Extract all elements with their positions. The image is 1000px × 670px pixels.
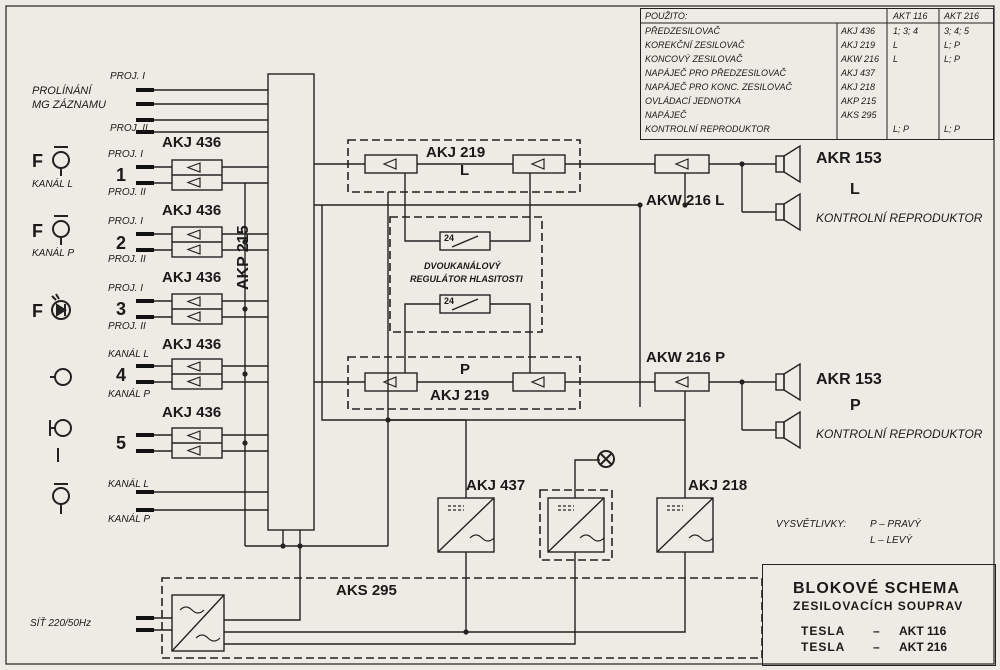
usage-table: POUŽITO: AKT 116 AKT 216 PŘEDZESILOVAČ A… (640, 8, 994, 140)
f-label: F (32, 151, 43, 171)
speaker-l-label: AKR 153 (816, 150, 882, 167)
table-row-code: AKP 215 (841, 96, 877, 106)
title-line-1: BLOKOVÉ SCHEMA (793, 580, 960, 597)
pickup-icon-p (52, 215, 70, 245)
table-row-akt116: L (893, 54, 899, 64)
table-row-name: KONTROLNÍ REPRODUKTOR (645, 124, 770, 134)
table-row-name: NAPÁJEČ (645, 110, 687, 120)
corr-l-label: AKJ 219 (426, 144, 486, 161)
model-1: AKT 116 (899, 624, 947, 638)
channel-number-2: 2 (116, 233, 127, 253)
preamp-label-5: AKJ 436 (162, 404, 222, 421)
kanal-p-label: KANÁL P (108, 389, 151, 400)
table-row-code: AKJ 219 (841, 40, 876, 50)
corr-p-side: P (460, 361, 471, 378)
title-block: BLOKOVÉ SCHEMA ZESILOVACÍCH SOUPRAV TESL… (762, 564, 996, 666)
speaker-p-label: AKR 153 (816, 371, 882, 388)
regulator-value-l: 24 (444, 233, 455, 243)
table-row-akt216: L; P (944, 54, 961, 64)
table-row-name: KONCOVÝ ZESILOVAČ (645, 54, 743, 64)
legend-title: VYSVĚTLIVKY: (776, 519, 847, 530)
speaker-l-side: L (850, 181, 860, 198)
title-line-2: ZESILOVACÍCH SOUPRAV (793, 599, 964, 613)
table-row-name: NAPÁJEČ PRO KONC. ZESILOVAČ (645, 82, 793, 92)
table-row-code: AKJ 436 (841, 26, 876, 36)
table-row-name: PŘEDZESILOVAČ (645, 26, 721, 36)
table-row-akt216: L; P (944, 40, 961, 50)
photocell-icon (51, 293, 71, 320)
preamp-label-3: AKJ 436 (162, 269, 222, 286)
preamp-label-1: AKJ 436 (162, 134, 222, 151)
psu-main-label: AKS 295 (336, 582, 397, 599)
channel-number-1: 1 (116, 165, 127, 185)
channel-number-4: 4 (116, 365, 127, 385)
psu-final-label: AKJ 218 (688, 477, 748, 494)
table-row-name: KOREKČNÍ ZESILOVAČ (645, 40, 745, 50)
table-row-name: OVLÁDACÍ JEDNOTKA (645, 96, 742, 106)
channel-number-5: 5 (116, 433, 127, 453)
brand-1: TESLA (801, 624, 846, 638)
tape-head-icon (52, 483, 70, 514)
kanal-l-label: KANÁL L (108, 479, 149, 490)
dash-1: – (873, 624, 880, 638)
proj1-label: PROJ. I (108, 283, 144, 294)
table-row-akt116: L (893, 40, 899, 50)
monitor-p-label: KONTROLNÍ REPRODUKTOR (816, 427, 983, 441)
regulator-label-2: REGULÁTOR HLASITOSTI (410, 274, 523, 284)
psu-pre-label: AKJ 437 (466, 477, 526, 494)
table-row-code: AKS 295 (841, 110, 877, 120)
proj1-label: PROJ. I (110, 71, 146, 82)
akp215-block (267, 73, 315, 531)
preamp-label-4: AKJ 436 (162, 336, 222, 353)
table-col-akt116: AKT 116 (893, 11, 928, 21)
corr-p-label: AKJ 219 (430, 387, 490, 404)
table-used-header: POUŽITO: (645, 11, 688, 21)
table-row-name: NAPÁJEČ PRO PŘEDZESILOVAČ (645, 68, 787, 78)
f-label: F (32, 301, 43, 321)
table-row-akt216: 3; 4; 5 (944, 26, 970, 36)
corr-l-side: L (460, 162, 470, 179)
table-row-code: AKJ 218 (841, 82, 876, 92)
final-p-label: AKW 216 P (646, 349, 726, 366)
table-col-akt216: AKT 216 (944, 11, 980, 21)
kanal-l-label: KANÁL L (108, 349, 149, 360)
speaker-p-side: P (850, 397, 861, 414)
headphone-mic-icon (49, 419, 72, 462)
kanal-p-source-label: KANÁL P (32, 248, 75, 259)
table-row-code: AKW 216 (841, 54, 880, 64)
proj2-label: PROJ. II (108, 254, 146, 265)
crossfade-label-1: PROLÍNÁNÍ (32, 85, 92, 97)
final-l-label: AKW 216 L (646, 192, 725, 209)
akp215-label: AKP 215 (235, 225, 252, 290)
proj2-label: PROJ. II (108, 321, 146, 332)
lamp-icon (597, 450, 615, 468)
table-row-akt216: L; P (944, 124, 961, 134)
proj2-label: PROJ. II (108, 187, 146, 198)
regulator-label-1: DVOUKANÁLOVÝ (424, 261, 501, 271)
regulator-value-p: 24 (444, 296, 455, 306)
monitor-l-label: KONTROLNÍ REPRODUKTOR (816, 211, 983, 225)
mains-label: SÍŤ 220/50Hz (30, 618, 92, 629)
proj1-label: PROJ. I (108, 216, 144, 227)
microphone-icon (50, 368, 72, 386)
dash-2: – (873, 640, 880, 654)
f-label: F (32, 221, 43, 241)
table-row-akt116: 1; 3; 4 (893, 26, 919, 36)
preamp-label-2: AKJ 436 (162, 202, 222, 219)
kanal-p-label: KANÁL P (108, 514, 151, 525)
proj1-label: PROJ. I (108, 149, 144, 160)
proj2-label: PROJ. II (110, 123, 148, 134)
model-2: AKT 216 (899, 640, 948, 654)
crossfade-label-2: MG ZÁZNAMU (32, 99, 106, 111)
channel-number-3: 3 (116, 299, 127, 319)
table-row-akt116: L; P (893, 124, 910, 134)
kanal-l-source-label: KANÁL L (32, 179, 73, 190)
legend-p: P – PRAVÝ (870, 519, 921, 530)
table-row-code: AKJ 437 (841, 68, 876, 78)
legend-l: L – LEVÝ (870, 535, 913, 546)
pickup-icon-l (52, 146, 70, 176)
brand-2: TESLA (801, 640, 846, 654)
